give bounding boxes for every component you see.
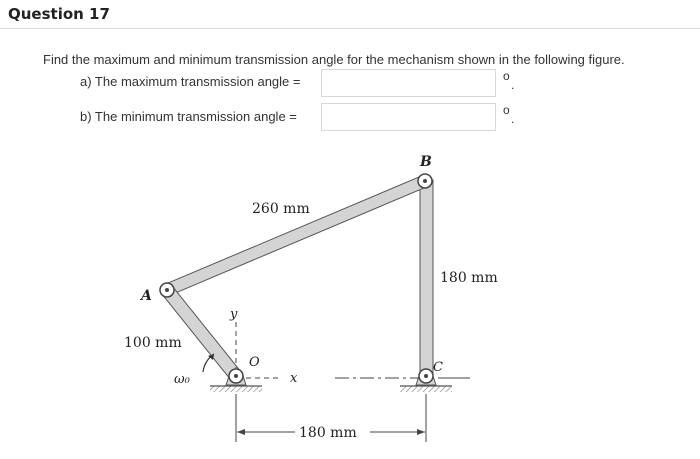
coupler-link	[161, 175, 431, 296]
label-b: B	[419, 154, 432, 170]
label-o: O	[249, 355, 260, 370]
question-header: Question 17	[0, 0, 700, 29]
dim-ground-label: 180 mm	[299, 425, 357, 441]
dim-arrow-left	[237, 429, 245, 435]
joint-a	[159, 282, 175, 298]
min-angle-input[interactable]	[321, 103, 496, 131]
max-angle-unit: o	[503, 69, 510, 83]
joint-o	[228, 368, 244, 384]
label-c: C	[433, 360, 443, 375]
max-angle-label: a) The maximum transmission angle =	[80, 74, 301, 89]
joint-c	[418, 368, 434, 384]
dim-crank-label: 100 mm	[124, 335, 182, 351]
max-angle-input[interactable]	[321, 69, 496, 97]
joint-b	[417, 173, 433, 189]
dim-coupler-label: 260 mm	[252, 201, 310, 217]
dim-rocker-label: 180 mm	[440, 270, 498, 286]
dim-arrow-right	[417, 429, 425, 435]
min-angle-unit: o	[503, 103, 510, 117]
label-x: x	[290, 371, 298, 386]
label-y: y	[229, 307, 238, 322]
rocker-link	[419, 179, 434, 377]
min-angle-unit-dot: .	[511, 112, 515, 126]
min-angle-label: b) The minimum transmission angle =	[80, 109, 297, 124]
max-angle-unit-dot: .	[511, 78, 515, 92]
omega-arrow-head	[208, 354, 214, 360]
question-title: Question 17	[8, 5, 110, 23]
label-a: A	[139, 288, 152, 304]
crank-link	[161, 284, 242, 382]
question-prompt: Find the maximum and minimum transmissio…	[43, 52, 625, 67]
label-omega: ω₀	[174, 372, 191, 387]
